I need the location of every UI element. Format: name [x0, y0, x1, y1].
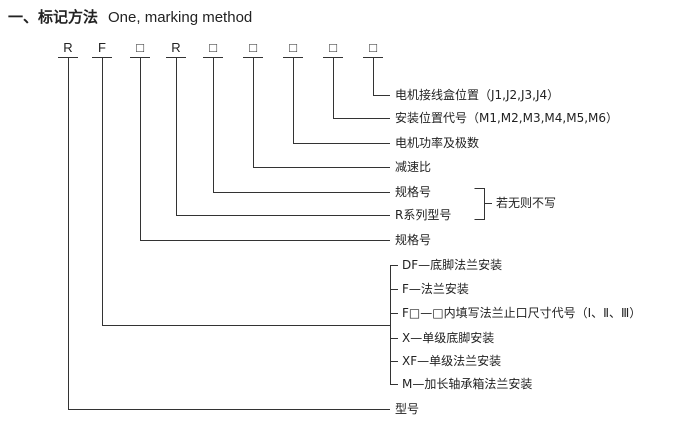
- code-box-3: □: [249, 40, 257, 55]
- code-box-2: □: [209, 40, 217, 55]
- leader-spec-upper: [213, 57, 390, 193]
- label-mount-position: 安装位置代号（M1,M2,M3,M4,M5,M6）: [395, 111, 619, 125]
- leader-mount-position: [333, 57, 390, 119]
- code-symbol-f: F: [98, 40, 106, 55]
- leader-mount-type: [102, 57, 390, 326]
- label-omit-note: 若无则不写: [496, 196, 557, 210]
- label-junction-box: 电机接线盒位置（J1,J2,J3,J4）: [395, 88, 560, 102]
- code-symbol-r2: R: [171, 40, 181, 55]
- label-mount-x: X—单级底脚安装: [402, 331, 495, 345]
- label-series-type: R系列型号: [395, 208, 452, 222]
- omit-brace: [474, 188, 485, 220]
- leader-series-type: [176, 57, 390, 216]
- code-box-6: □: [369, 40, 377, 55]
- leader-junction-box: [373, 57, 390, 96]
- title-english: One, marking method: [108, 9, 253, 26]
- code-box-4: □: [289, 40, 297, 55]
- code-box-1: □: [136, 40, 144, 55]
- code-box-5: □: [329, 40, 337, 55]
- label-motor-power: 电机功率及极数: [395, 136, 480, 150]
- leader-spec-lower: [140, 57, 390, 241]
- leader-motor-power: [293, 57, 390, 144]
- page-title: 一、标记方法 One, marking method: [8, 6, 252, 27]
- label-mount-f: F—法兰安装: [402, 282, 469, 296]
- label-ratio: 减速比: [395, 160, 432, 174]
- title-chinese: 一、标记方法: [8, 8, 99, 26]
- leader-model: [68, 57, 390, 410]
- label-mount-xf: XF—单级法兰安装: [402, 354, 502, 368]
- leader-ratio: [253, 57, 390, 168]
- code-symbol-r1: R: [63, 40, 73, 55]
- label-spec-lower: 规格号: [395, 233, 432, 247]
- label-spec-upper: 规格号: [395, 185, 432, 199]
- label-mount-fbox: F□—□内填写法兰止口尺寸代号（Ⅰ、Ⅱ、Ⅲ）: [402, 306, 642, 320]
- label-model: 型号: [395, 402, 420, 416]
- label-mount-df: DF—底脚法兰安装: [402, 258, 503, 272]
- label-mount-m: M—加长轴承箱法兰安装: [402, 377, 533, 391]
